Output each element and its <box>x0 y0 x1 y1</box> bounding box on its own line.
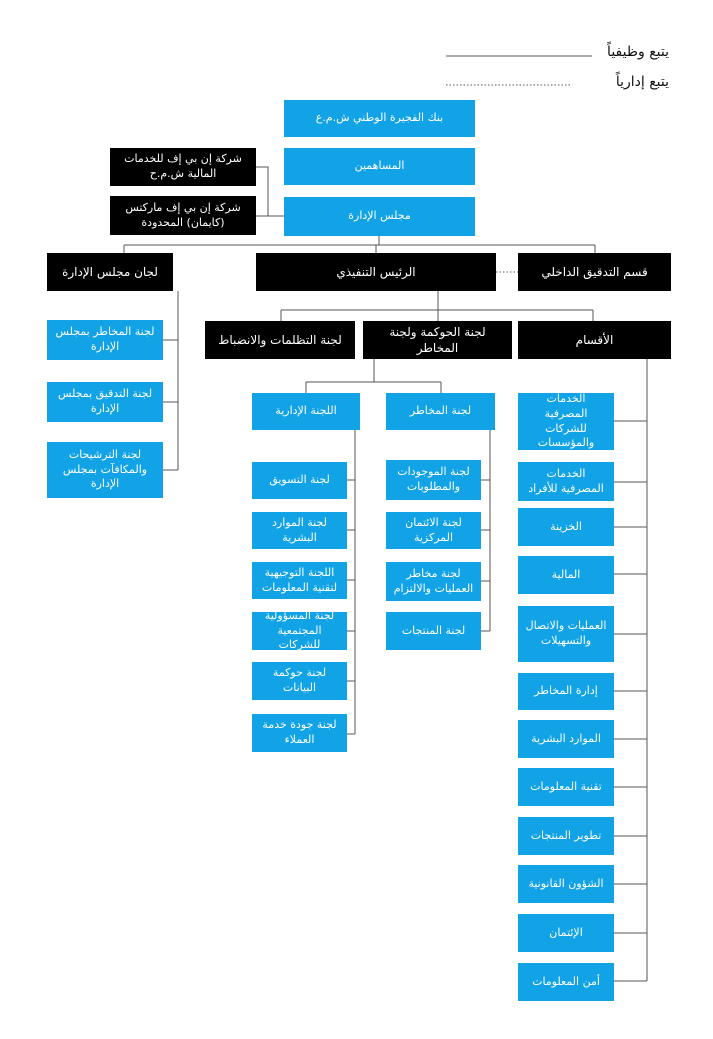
board-audit-committee-box: لجنة التدقيق بمجلس الإدارة <box>47 382 163 422</box>
shareholders-box: المساهمين <box>284 148 475 185</box>
division-retail-banking: الخدمات المصرفية للأفراد <box>518 462 614 501</box>
internal-audit-box: قسم التدقيق الداخلي <box>518 253 671 291</box>
division-corporate-banking: الخدمات المصرفية للشركات والمؤسسات <box>518 392 614 450</box>
board-nominations-committee-box: لجنة الترشيحات والمكافآت بمجلس الإدارة <box>47 442 163 498</box>
central-credit-committee-box: لجنة الائتمان المركزية <box>386 512 481 549</box>
division-treasury: الخزينة <box>518 508 614 546</box>
subsidiary-markets-box: شركة إن بي إف ماركتس (كايمان) المحدودة <box>110 196 256 235</box>
ceo-box: الرئيس التنفيذي <box>256 253 496 291</box>
division-human-resources: الموارد البشرية <box>518 720 614 758</box>
board-committees-box: لجان مجلس الإدارة <box>47 253 173 291</box>
bank-box: بنك الفجيرة الوطني ش.م.ع <box>284 100 475 137</box>
division-finance: المالية <box>518 556 614 594</box>
governance-committee-box: لجنة الحوكمة ولجنة المخاطر <box>363 321 512 359</box>
operational-risk-committee-box: لجنة مخاطر العمليات والالتزام <box>386 562 481 601</box>
csr-committee-box: لجنة المسؤولية المجتمعية للشركات <box>252 609 347 651</box>
grievances-committee-box: لجنة التظلمات والانضباط <box>205 321 355 359</box>
marketing-committee-box: لجنة التسويق <box>252 462 347 499</box>
division-operations: العمليات والاتصال والتسهيلات <box>518 606 614 662</box>
subsidiary-financial-services-box: شركة إن بي إف للخدمات المالية ش.م.ح <box>110 148 256 186</box>
division-product-development: تطوير المنتجات <box>518 817 614 855</box>
division-risk-management: إدارة المخاطر <box>518 673 614 710</box>
board-box: مجلس الإدارة <box>284 197 475 236</box>
division-credit: الإئتمان <box>518 914 614 952</box>
board-risk-committee-box: لجنة المخاطر بمجلس الإدارة <box>47 320 163 360</box>
division-information-security: أمن المعلومات <box>518 963 614 1001</box>
it-steering-committee-box: اللجنة التوجيهية لتقنية المعلومات <box>252 562 347 599</box>
alco-committee-box: لجنة الموجودات والمطلوبات <box>386 460 481 500</box>
data-governance-committee-box: لجنة حوكمة البيانات <box>252 662 347 700</box>
risk-committee-box: لجنة المخاطر <box>386 393 495 430</box>
legend-administrative-label: يتبع إدارياً <box>615 74 669 90</box>
division-information-technology: تقنية المعلومات <box>518 768 614 806</box>
products-committee-box: لجنة المنتجات <box>386 612 481 650</box>
management-committee-box: اللجنة الإدارية <box>252 393 360 430</box>
divisions-box: الأقسام <box>518 321 671 359</box>
customer-service-quality-committee-box: لجنة جودة خدمة العملاء <box>252 714 347 752</box>
legend-functional-label: يتبع وظيفياً <box>607 44 669 60</box>
division-legal-affairs: الشؤون القانونية <box>518 865 614 903</box>
hr-committee-box: لجنة الموارد البشرية <box>252 512 347 549</box>
